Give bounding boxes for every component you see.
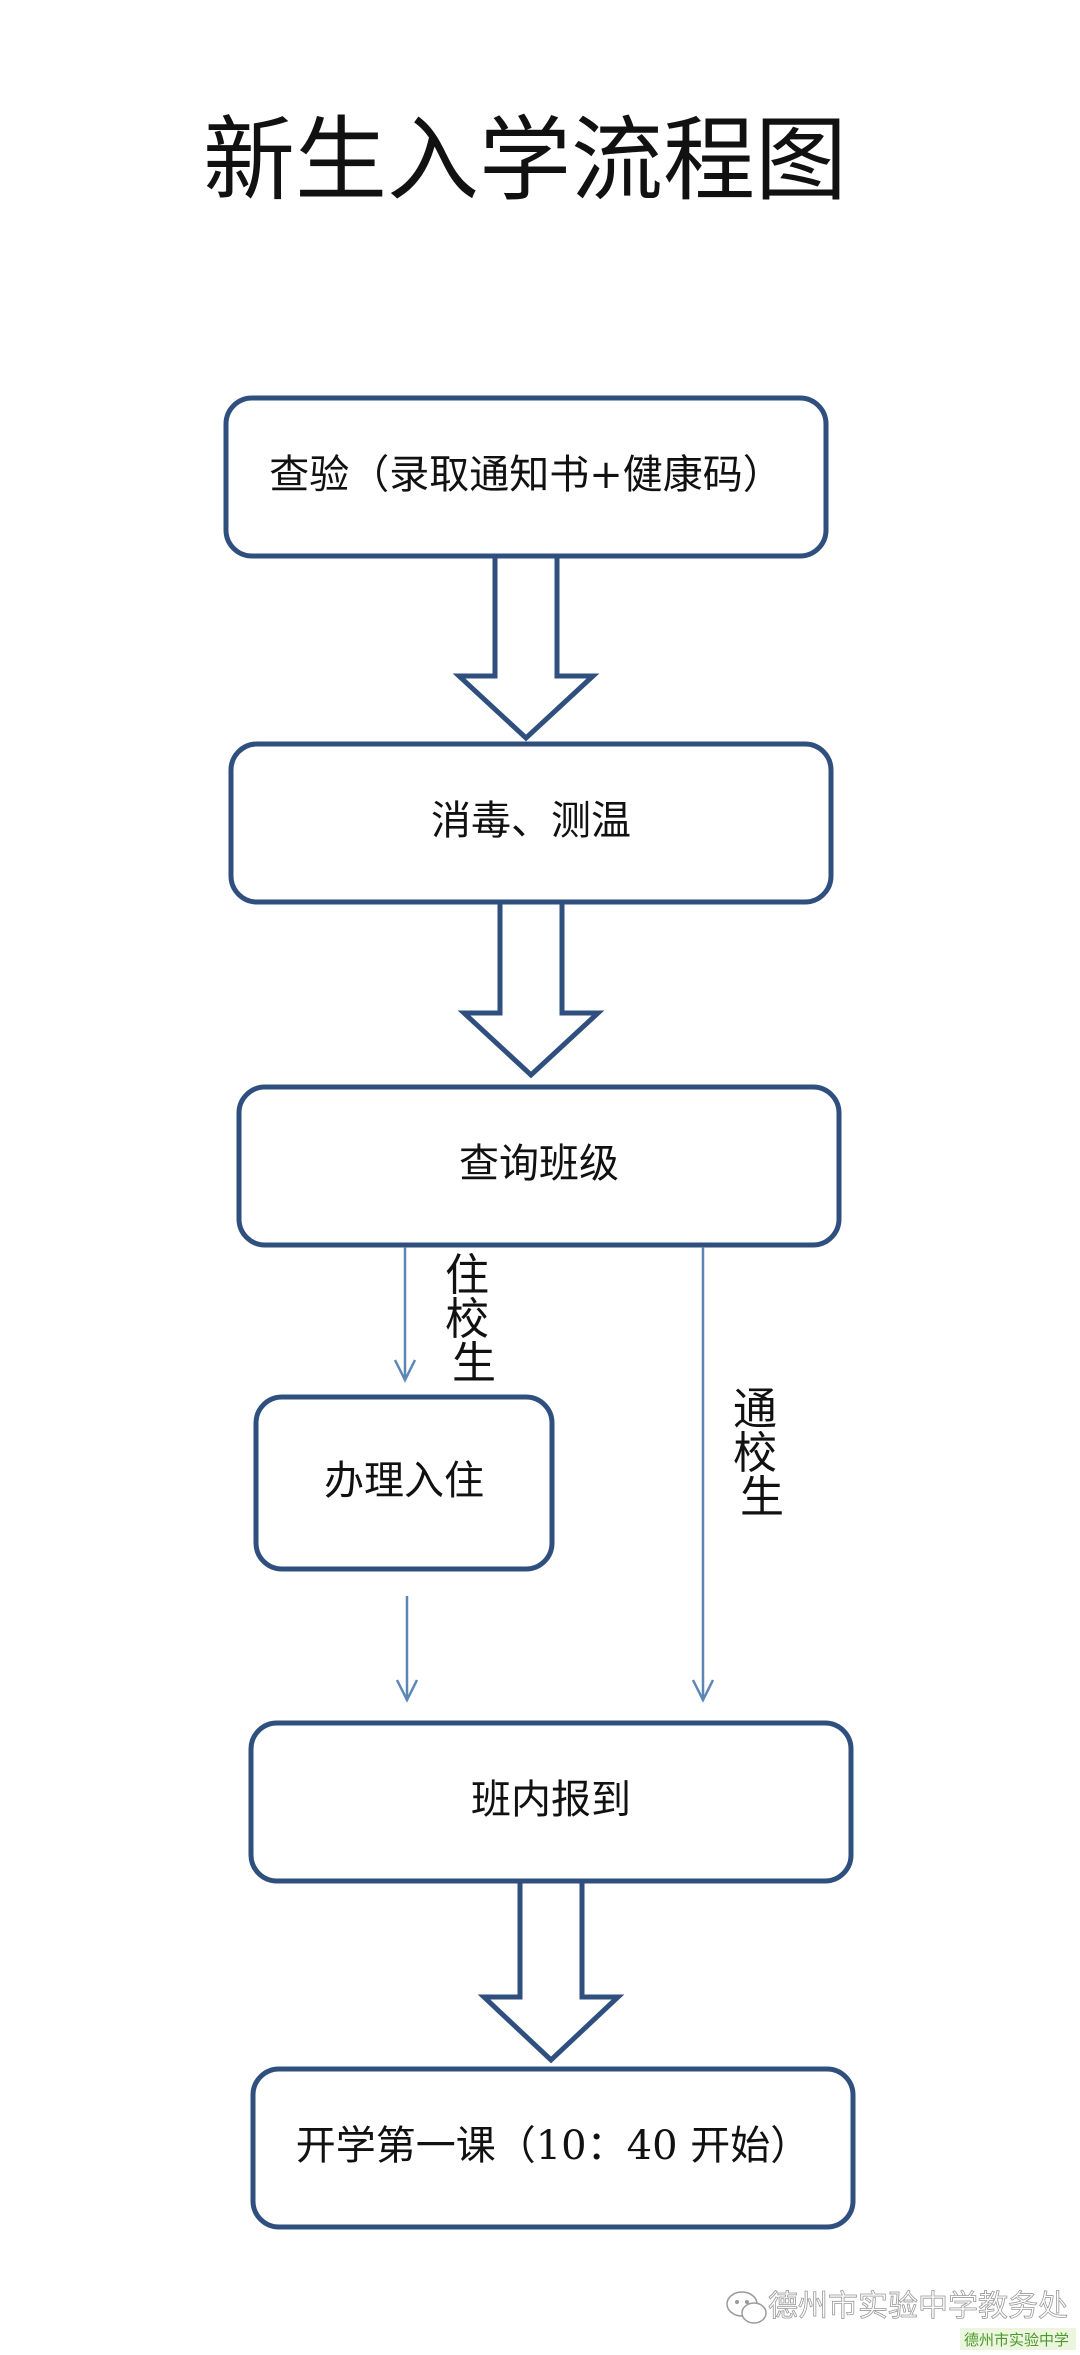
step-text-report: 班内报到 [471,1777,631,1823]
step-text-query-class: 查询班级 [459,1141,619,1187]
step-text-check: 查验（录取通知书+健康码） [269,452,783,498]
branch-label-boarding-char-3: 生 [452,1338,496,1389]
step-box-query-class [236,1084,842,1248]
step-text-first-lesson: 开学第一课（10：40 开始） [296,2123,811,2169]
watermark-site: 德州市实验中学 [964,2331,1069,2349]
branch-label-commuting-char-2: 校 [733,1428,777,1479]
branch-label-boarding-char-2: 校 [445,1294,489,1345]
watermark-account: 德州市实验中学教务处 [768,2289,1068,2324]
thin-arrow-commuting-head [691,1679,715,1703]
big-arrow-1 [452,553,600,742]
thin-arrow-checkin-head [395,1679,419,1703]
branch-label-boarding-char-1: 住 [445,1250,489,1301]
thin-arrow-boarding-head [393,1359,417,1383]
big-arrow-3 [477,1878,625,2064]
wechat-icon [726,2291,767,2324]
step-box-first-lesson [250,2066,856,2230]
watermark: 德州市实验中学教务处 德州市实验中学 [726,2289,1076,2350]
watermark-site-badge [960,2328,1076,2350]
step-box-check-in [253,1394,555,1572]
branch-label-commuting-char-1: 通 [733,1384,777,1435]
step-text-check-in: 办理入住 [324,1458,484,1504]
branch-label-boarding: 住 校 生 [445,1250,503,1389]
page-title: 新生入学流程图 [203,107,847,214]
branch-label-commuting-char-3: 生 [740,1472,784,1523]
step-text-disinfect: 消毒、测温 [431,798,631,844]
branch-label-commuting: 通 校 生 [733,1384,791,1523]
big-arrow-2 [457,899,605,1079]
